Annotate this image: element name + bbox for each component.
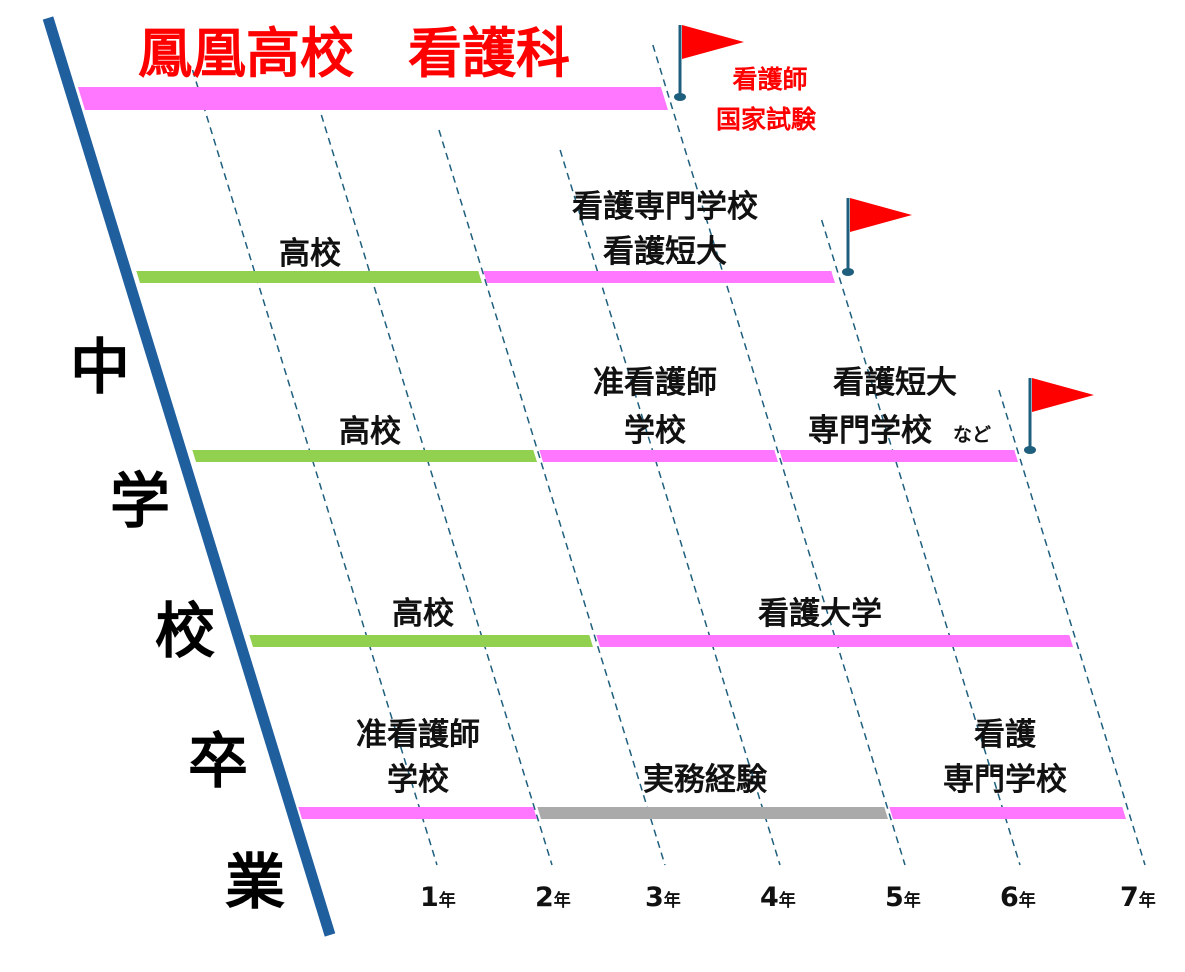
assoc-nurse-school-bar <box>539 450 778 462</box>
exam-label-line2: 国家試験 <box>716 105 817 134</box>
row3-highschool-label: 高校 <box>392 596 454 632</box>
vertical-label-char: 業 <box>225 848 285 918</box>
year-guide-line <box>320 114 553 866</box>
vertical-label-char: 卒 <box>188 727 248 797</box>
exam-label-line1: 看護師 <box>732 65 807 94</box>
row2-assoc-nurse-label-line1: 准看護師 <box>593 365 717 401</box>
row2-assoc-nurse-label-line2: 学校 <box>624 413 686 449</box>
row1-nursing-label-line1: 看護専門学校 <box>572 189 758 225</box>
goal-flag-icon <box>1024 378 1094 454</box>
row2-college-label-line2: 専門学校 <box>808 413 932 449</box>
year-label: 2年 <box>535 882 571 913</box>
goal-flag-icon <box>674 25 744 101</box>
year-label: 6年 <box>1000 882 1036 913</box>
row2-highschool-label: 高校 <box>339 414 401 450</box>
nursing-school-bar <box>483 271 835 283</box>
year-guide-line <box>652 44 906 866</box>
page-title: 鳳凰高校 看護科 <box>138 22 570 85</box>
nursing-school-bar <box>889 807 1126 819</box>
nursing-college-bar <box>779 450 1018 462</box>
year-guide-line <box>820 219 1021 866</box>
assoc-nurse-school-bar <box>298 807 537 819</box>
row2-college-label-line1: 看護短大 <box>833 365 957 401</box>
year-label: 7年 <box>1120 882 1156 913</box>
year-guide-line <box>191 69 438 866</box>
junior-high-graduation-axis <box>42 16 336 937</box>
year-label: 5年 <box>885 882 921 913</box>
row2-college-label-suffix: など <box>953 424 991 446</box>
vertical-label-char: 校 <box>155 597 215 667</box>
year-guide-line <box>438 129 666 866</box>
nursing-course-bar <box>77 87 669 110</box>
highschool-bar <box>249 635 593 647</box>
row4-school-label-line2: 専門学校 <box>943 762 1067 798</box>
row4-assoc-nurse-label-line1: 准看護師 <box>356 717 480 753</box>
row4-work-label: 実務経験 <box>643 762 768 798</box>
row3-university-label: 看護大学 <box>758 596 882 632</box>
year-guide-line <box>559 149 781 866</box>
goal-flag-icon <box>842 198 912 276</box>
vertical-label-char: 中 <box>70 333 130 403</box>
row4-school-label-line1: 看護 <box>974 717 1037 753</box>
year-label: 4年 <box>760 882 796 913</box>
row4-assoc-nurse-label-line2: 学校 <box>387 762 449 798</box>
year-guide-line <box>998 389 1146 866</box>
year-label: 3年 <box>645 882 681 913</box>
highschool-bar <box>136 271 482 283</box>
row1-nursing-label-line2: 看護短大 <box>603 234 727 270</box>
work-experience-bar <box>537 807 888 819</box>
row1-highschool-label: 高校 <box>279 236 341 272</box>
year-label: 1年 <box>420 882 456 913</box>
highschool-bar <box>192 450 537 462</box>
nursing-university-bar <box>596 635 1073 647</box>
vertical-label-char: 学 <box>110 467 170 537</box>
